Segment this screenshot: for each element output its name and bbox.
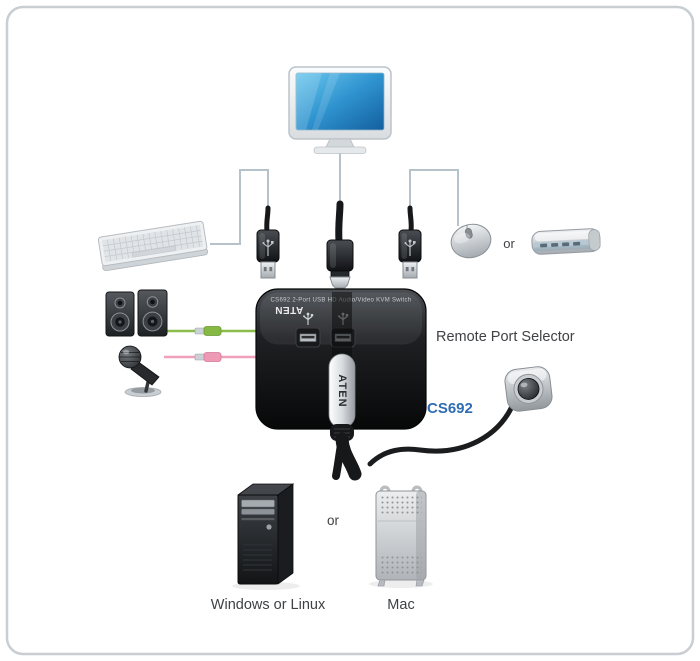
connection-lines xyxy=(210,152,459,245)
monitor-screen xyxy=(295,72,385,131)
audio-plug-tip xyxy=(194,353,206,361)
audio-plug-tip xyxy=(194,327,206,335)
keyboard-line xyxy=(210,169,269,245)
mouse-line xyxy=(409,169,459,226)
optical-drive xyxy=(241,499,275,508)
audio-plug-green xyxy=(203,326,222,336)
or-label-top: or xyxy=(503,236,515,251)
usb-icon xyxy=(404,239,416,256)
monitor-stand xyxy=(325,138,355,148)
remote-port-selector xyxy=(504,366,553,412)
kvm-switch: CS692 2-Port USB HD Audio/Video KVM Swit… xyxy=(255,288,427,481)
usb-connector-right xyxy=(398,205,422,279)
selector-button xyxy=(517,378,540,400)
usb-device xyxy=(531,228,601,255)
monitor-base xyxy=(313,146,367,154)
grille-top xyxy=(380,495,422,516)
scroll-wheel xyxy=(465,227,473,239)
mouse xyxy=(450,223,492,259)
monitor xyxy=(288,66,392,154)
audio-cable-green xyxy=(166,326,258,336)
power-button xyxy=(266,524,272,530)
audio-plug-pink xyxy=(203,352,222,362)
selector-cable xyxy=(367,399,517,467)
aten-logo-top: ATEN xyxy=(275,304,303,315)
aten-logo-strip: ATEN xyxy=(336,374,348,407)
or-label-bottom: or xyxy=(326,513,339,528)
speakers xyxy=(105,289,168,337)
microphone xyxy=(118,345,162,397)
hdmi-connector xyxy=(326,200,354,289)
spacebar xyxy=(131,245,177,258)
grille-bottom xyxy=(380,556,422,575)
border-frame xyxy=(5,5,695,656)
kvm-cable-2 xyxy=(332,435,346,480)
mac-pro xyxy=(369,485,433,588)
keyboard xyxy=(97,220,208,272)
remote-port-selector-label: Remote Port Selector xyxy=(436,329,575,345)
usb-icon xyxy=(303,312,314,325)
usb-icon xyxy=(262,239,274,256)
model-label: CS692 xyxy=(427,400,473,417)
audio-cable-pink xyxy=(164,352,258,362)
windows-pc xyxy=(232,483,300,590)
usb-connector-left xyxy=(256,205,280,279)
mac-label: Mac xyxy=(387,597,415,613)
usb-port-left xyxy=(295,327,321,348)
windows-linux-label: Windows or Linux xyxy=(210,597,326,613)
